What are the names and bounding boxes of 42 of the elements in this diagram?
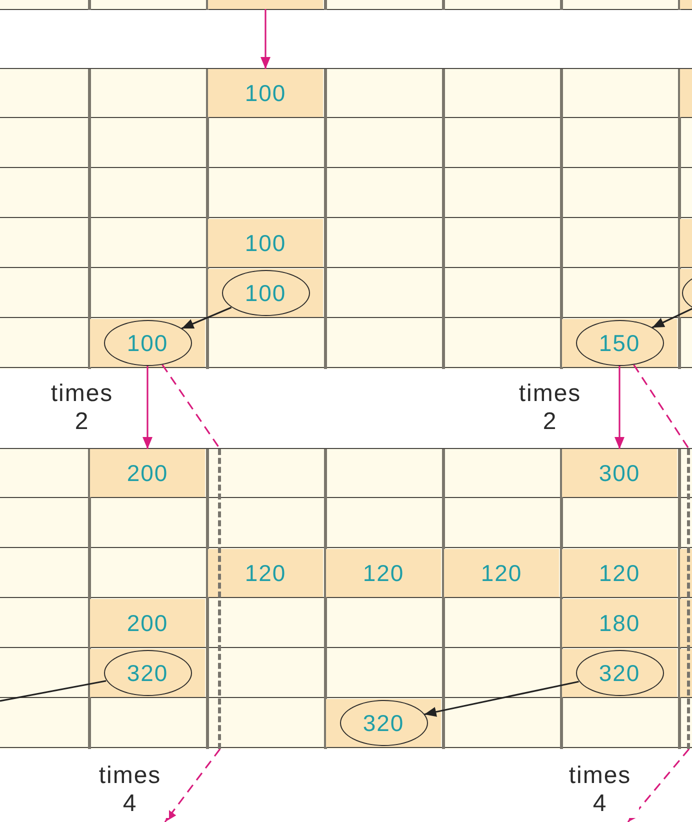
circled-entry (104, 650, 192, 696)
quantity: 200 (126, 610, 168, 636)
quantity: 120 (244, 560, 286, 586)
quantity: 320 (598, 660, 640, 686)
shaded-cell (444, 549, 559, 597)
arrow (260, 9, 270, 69)
quantity: 100 (126, 330, 168, 356)
quantity: 120 (480, 560, 522, 586)
quantity: 100 (244, 280, 286, 306)
circled-entry (576, 320, 664, 366)
shaded-cell (562, 599, 677, 647)
circled-entry (340, 700, 428, 746)
shaded-cell (90, 599, 205, 647)
quantity: 300 (598, 460, 640, 486)
quantity: 320 (126, 660, 168, 686)
arrow (652, 308, 692, 328)
shaded-cell (208, 69, 323, 117)
quantity: 200 (126, 460, 168, 486)
circled-entry (222, 270, 310, 316)
arrow (181, 306, 232, 330)
circled-entry (576, 650, 664, 696)
shaded-cell (562, 449, 677, 497)
circled-entry (104, 320, 192, 366)
shaded-cell (90, 449, 205, 497)
quantity: 100 (244, 230, 286, 256)
quantity: 180 (598, 610, 640, 636)
dashed-divider (218, 449, 222, 749)
dashed-divider (687, 449, 691, 749)
arrow (164, 748, 221, 822)
shaded-cell (208, 549, 323, 597)
quantity: 120 (598, 560, 640, 586)
quantity: 150 (598, 330, 640, 356)
arrow (142, 366, 152, 449)
arrow (424, 680, 579, 717)
shaded-cell (562, 549, 677, 597)
quantity: 320 (362, 710, 404, 736)
shaded-cell (326, 549, 441, 597)
quantity: 120 (362, 560, 404, 586)
quantity: 100 (244, 80, 286, 106)
arrow (627, 748, 690, 822)
shaded-cell (208, 219, 323, 267)
arrow (614, 366, 624, 449)
